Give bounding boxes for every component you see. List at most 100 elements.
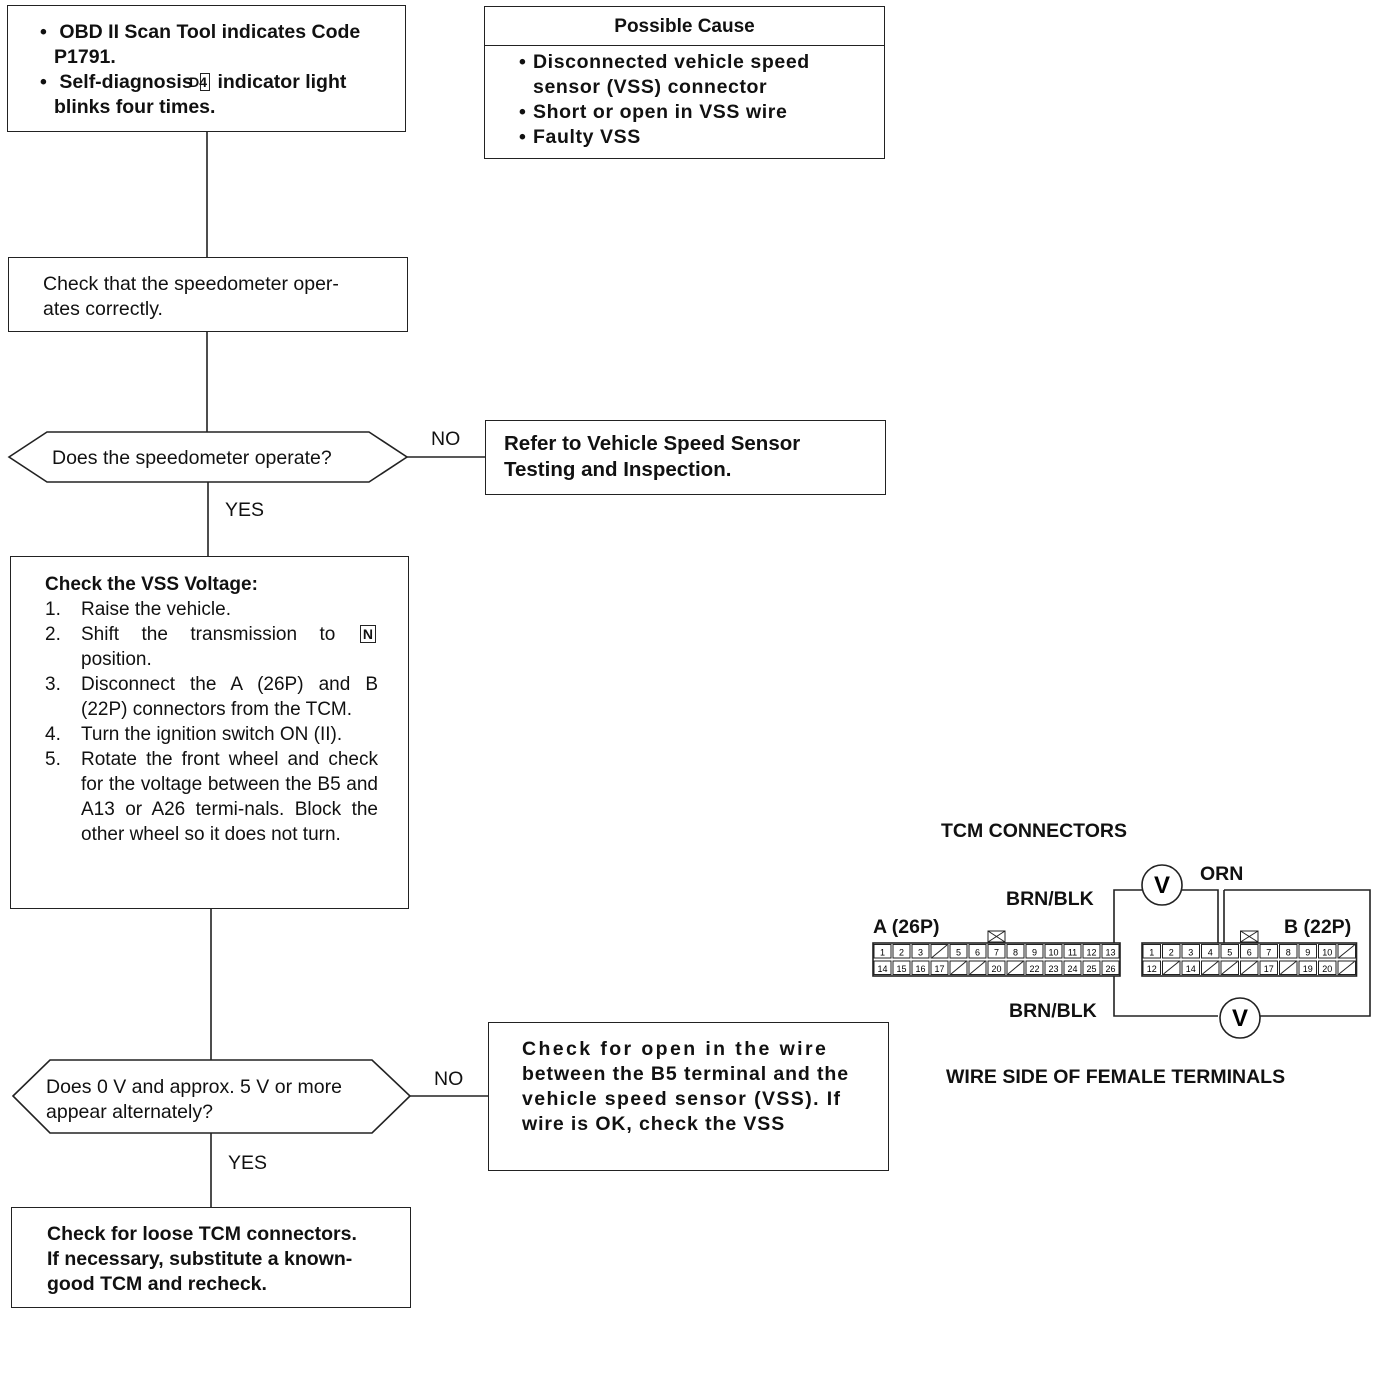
terminal-cell (911, 944, 930, 959)
terminal-cell (987, 944, 1006, 959)
decision1-no-label: NO (431, 428, 461, 450)
possible-cause-header: Possible Cause (485, 7, 884, 46)
terminal-label: 17 (1264, 964, 1274, 974)
terminal-label: 16 (915, 964, 925, 974)
terminal-label: 17 (934, 964, 944, 974)
start-box: OBD II Scan Tool indicates Code P1791. S… (7, 5, 406, 132)
terminal-label: 12 (1086, 948, 1096, 958)
refer-vss-testing-box: Refer to Vehicle Speed Sensor Testing an… (485, 420, 886, 495)
terminal-cell (1162, 944, 1181, 959)
terminal-cell (1337, 960, 1356, 975)
unused-terminal-slash (1163, 961, 1180, 975)
terminal-cell (1063, 944, 1082, 959)
unused-terminal-slash (1280, 961, 1297, 975)
start-bullet1-line2: P1791. (54, 46, 116, 68)
decision1-yes-label: YES (225, 499, 265, 521)
check-speedometer-box: Check that the speedometer oper- ates co… (8, 257, 408, 332)
decision-voltage-text: Does 0 V and approx. 5 V or more appear … (46, 1075, 342, 1125)
terminal-cell (1006, 960, 1025, 975)
terminal-cell (1318, 960, 1337, 975)
terminal-cell (1259, 960, 1278, 975)
unused-terminal-slash (1338, 944, 1355, 958)
terminal-label: 10 (1048, 948, 1058, 958)
terminal-cell (1082, 960, 1101, 975)
terminal-cell (892, 944, 911, 959)
open-line3: vehicle speed sensor (VSS). If (522, 1088, 842, 1110)
terminal-cell (930, 960, 949, 975)
terminal-cell (1142, 960, 1161, 975)
terminal-cell (892, 960, 911, 975)
voltmeter-bottom-symbol: V (1232, 1005, 1248, 1032)
terminal-cell (1220, 960, 1239, 975)
unused-terminal-slash (1007, 961, 1024, 975)
terminal-label: 9 (1032, 948, 1037, 958)
vss-step-3: 3. Disconnect the A (26P) and B (22P) co… (45, 674, 378, 720)
terminal-label: 14 (1186, 964, 1196, 974)
terminal-label: 8 (1013, 948, 1018, 958)
terminal-label: 5 (956, 948, 961, 958)
terminal-cell (1201, 960, 1220, 975)
vss-voltage-box: Check the VSS Voltage: 1. Raise the vehi… (10, 556, 409, 909)
voltmeter-top-icon (1141, 864, 1183, 906)
check-loose-connectors-box: Check for loose TCM connectors. If neces… (11, 1207, 411, 1308)
wire-bottom-a (1113, 976, 1218, 1017)
terminal-label: 13 (1105, 948, 1115, 958)
connector-lock-tab-cross (1240, 930, 1259, 943)
open-line2: between the B5 terminal and the (522, 1063, 849, 1085)
terminal-label: 8 (1286, 948, 1291, 958)
vss-step-1: 1. Raise the vehicle. (45, 599, 231, 620)
terminal-cell (987, 960, 1006, 975)
possible-cause-item-2: Short or open in VSS wire (519, 100, 854, 125)
wire-label-brn-blk-top: BRN/BLK (1006, 888, 1094, 910)
terminal-cell (1025, 944, 1044, 959)
neutral-position-icon: N (359, 625, 377, 643)
terminal-cell (873, 960, 892, 975)
connector-lock-tab-cross (987, 930, 1006, 943)
terminal-label: 9 (1305, 948, 1310, 958)
terminal-label: 20 (991, 964, 1001, 974)
possible-cause-item-3: Faulty VSS (519, 125, 854, 150)
decision2-no-label: NO (434, 1068, 464, 1090)
terminal-label: 2 (1169, 948, 1174, 958)
final-line2: If necessary, substitute a known- (47, 1248, 353, 1270)
terminal-label: 12 (1147, 964, 1157, 974)
terminal-label: 5 (1227, 948, 1232, 958)
terminal-cell (1259, 944, 1278, 959)
terminal-label: 11 (1068, 948, 1077, 958)
open-line1: Check for open in the wire (522, 1038, 829, 1060)
open-line4: wire is OK, check the VSS (522, 1113, 786, 1135)
terminal-cell (1044, 960, 1063, 975)
terminal-cell (1240, 944, 1259, 959)
terminal-label: 1 (880, 948, 885, 958)
terminal-cell (968, 960, 987, 975)
unused-terminal-slash (1338, 961, 1355, 975)
check-open-wire-box: Check for open in the wire between the B… (488, 1022, 889, 1171)
terminal-cell (1101, 944, 1120, 959)
terminal-cell (1318, 944, 1337, 959)
terminal-cell (949, 960, 968, 975)
terminal-label: 2 (899, 948, 904, 958)
final-line1: Check for loose TCM connectors. (47, 1223, 357, 1245)
wire-top-a (1113, 889, 1142, 943)
terminal-cell (968, 944, 987, 959)
wire-label-orn: ORN (1200, 863, 1244, 885)
connB-outline (1141, 942, 1358, 977)
voltmeter-top-symbol: V (1154, 872, 1170, 899)
terminal-label: 10 (1322, 948, 1332, 958)
start-bullet2-pre: Self-diagnosis (59, 71, 193, 93)
terminal-cell (1181, 960, 1200, 975)
terminal-label: 3 (1188, 948, 1193, 958)
terminal-cell (1240, 960, 1259, 975)
terminal-cell (1201, 944, 1220, 959)
terminal-label: 3 (918, 948, 923, 958)
terminal-label: 23 (1048, 964, 1058, 974)
unused-terminal-slash (1221, 961, 1238, 975)
terminal-cell (1025, 960, 1044, 975)
start-bullet1-line1: OBD II Scan Tool indicates Code (59, 21, 361, 43)
terminal-cell (1298, 960, 1317, 975)
unused-terminal-slash (1202, 961, 1219, 975)
terminal-label: 7 (994, 948, 999, 958)
